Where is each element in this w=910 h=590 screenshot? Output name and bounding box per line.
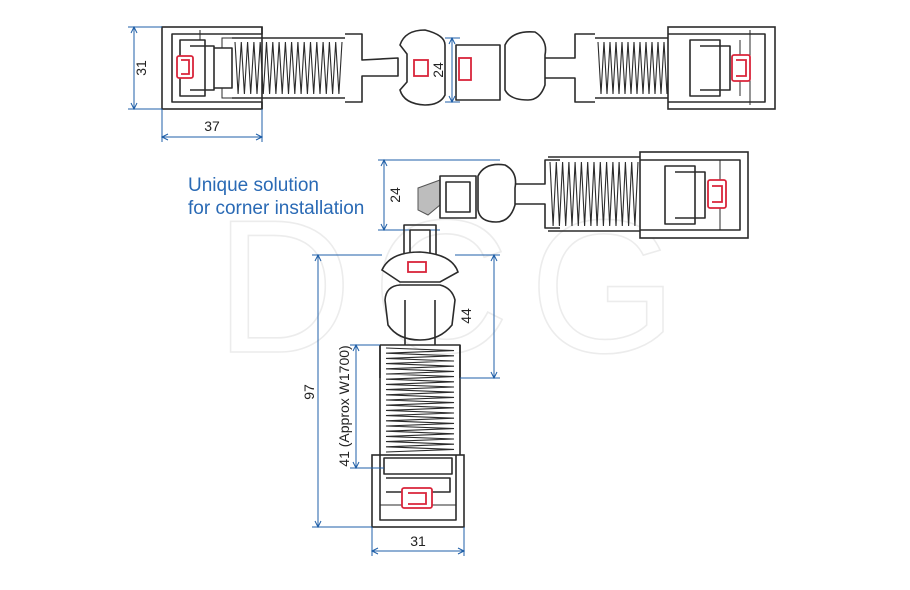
top-left-frame-profile (161, 26, 263, 110)
vertical-frame-profile (371, 454, 465, 528)
dimension-vertical-overall: 97 (301, 253, 382, 529)
top-left-joint-profile (345, 29, 446, 106)
svg-text:31: 31 (133, 60, 149, 76)
top-right-frame-profile (667, 26, 776, 110)
svg-text:37: 37 (204, 118, 220, 134)
dimension-top-gap: 24 (430, 36, 460, 104)
dimension-vertical-width: 31 (370, 527, 466, 556)
top-right-joint-profile (455, 30, 595, 103)
vertical-spring (379, 345, 461, 455)
dimension-top-width: 37 (160, 109, 264, 142)
dimension-vertical-spring: 41 (Approx W1700) (336, 343, 384, 470)
corner-spring (548, 156, 640, 232)
svg-text:44: 44 (458, 308, 474, 324)
vertical-joint-profile (379, 251, 461, 378)
corner-joint-profile (403, 159, 560, 268)
svg-text:31: 31 (410, 533, 426, 549)
svg-text:for corner installation: for corner installation (188, 198, 364, 219)
svg-text:24: 24 (387, 187, 403, 203)
top-left-spring (232, 37, 345, 99)
svg-text:24: 24 (430, 62, 446, 78)
dimension-vertical-mid: 44 (455, 253, 500, 380)
svg-text:97: 97 (301, 384, 317, 400)
corner-frame-profile (639, 151, 749, 239)
svg-text:41 (Approx W1700): 41 (Approx W1700) (336, 345, 352, 466)
caption: Unique solution for corner installation (188, 175, 364, 219)
dimension-top-height: 31 (128, 25, 162, 111)
svg-text:Unique solution: Unique solution (188, 175, 319, 196)
